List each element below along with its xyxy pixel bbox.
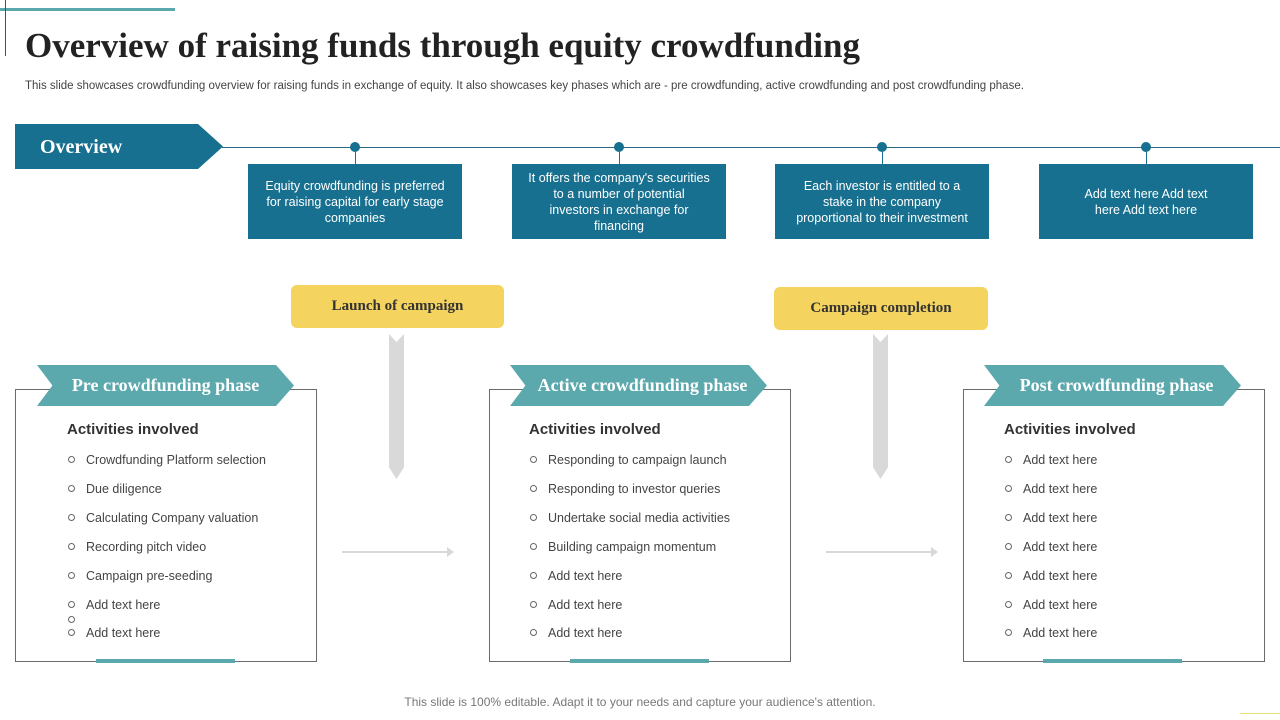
bullet-circle-icon — [530, 456, 537, 463]
bullet-circle-icon — [1005, 456, 1012, 463]
phase-title-post: Post crowdfunding phase — [1019, 375, 1214, 395]
list-item: Add text here — [530, 626, 622, 640]
down-arrow — [873, 334, 888, 479]
milestone-launch-of-campaign: Launch of campaign — [291, 285, 504, 328]
bullet-circle-icon — [68, 629, 75, 636]
phase-banner-active — [510, 365, 767, 406]
overview-box-4: Add text here Add text here Add text her… — [1039, 164, 1253, 239]
overview-banner — [15, 124, 223, 169]
list-item: Add text here — [1005, 511, 1097, 525]
list-item: Add text here — [68, 626, 160, 640]
timeline-dot — [1141, 142, 1151, 152]
timeline-connector — [355, 152, 356, 164]
list-item: Recording pitch video — [68, 540, 206, 554]
list-item: Add text here — [1005, 626, 1097, 640]
card-underline — [570, 659, 709, 663]
timeline-connector — [619, 152, 620, 164]
activities-heading: Activities involved — [1004, 421, 1136, 438]
list-item: Add text here — [1005, 598, 1097, 612]
milestone-campaign-completion: Campaign completion — [774, 287, 988, 330]
list-item: Add text here — [530, 598, 622, 612]
footer-note: This slide is 100% editable. Adapt it to… — [404, 695, 876, 709]
bullet-circle-icon — [530, 601, 537, 608]
list-item: Add text here — [1005, 540, 1097, 554]
bullet-circle-icon — [1005, 572, 1012, 579]
list-item: Responding to campaign launch — [530, 453, 727, 467]
bullet-circle-icon — [530, 629, 537, 636]
phase-title-active: Active crowdfunding phase — [537, 375, 748, 395]
bullet-circle-icon — [530, 485, 537, 492]
overview-label: Overview — [40, 136, 123, 158]
timeline-dot — [614, 142, 624, 152]
bullet-circle-icon — [68, 616, 75, 623]
corner-accent-line — [0, 8, 175, 11]
list-item: Undertake social media activities — [530, 511, 730, 525]
timeline-dot — [350, 142, 360, 152]
bullet-circle-icon — [68, 456, 75, 463]
list-item: Calculating Company valuation — [68, 511, 258, 525]
phase-banner-pre — [37, 365, 294, 406]
list-item: Due diligence — [68, 482, 162, 496]
list-item: Add text here — [1005, 453, 1097, 467]
bullet-circle-icon — [68, 514, 75, 521]
list-item: Add text here — [68, 598, 160, 612]
corner-accent-line-vertical — [5, 0, 6, 56]
page-subtitle: This slide showcases crowdfunding overvi… — [25, 80, 1024, 92]
bullet-circle-icon — [530, 572, 537, 579]
timeline-connector — [882, 152, 883, 164]
activities-heading: Activities involved — [529, 421, 661, 438]
bullet-circle-icon — [1005, 514, 1012, 521]
right-arrow-icon — [826, 547, 938, 557]
card-underline — [1043, 659, 1182, 663]
list-item: Building campaign momentum — [530, 540, 716, 554]
list-item: Responding to investor queries — [530, 482, 720, 496]
list-item: Campaign pre-seeding — [68, 569, 212, 583]
activities-heading: Activities involved — [67, 421, 199, 438]
bullet-circle-icon — [1005, 543, 1012, 550]
footer-accent-line — [1240, 713, 1280, 714]
bullet-circle-icon — [530, 514, 537, 521]
bullet-circle-icon — [68, 572, 75, 579]
timeline-dot — [877, 142, 887, 152]
phase-card-post — [963, 389, 1265, 662]
overview-box-3: Each investor is entitled to a stake in … — [775, 164, 989, 239]
bullet-circle-icon — [1005, 629, 1012, 636]
timeline-line — [222, 147, 1280, 148]
phase-banner-post — [984, 365, 1241, 406]
bullet-circle-icon — [1005, 601, 1012, 608]
bullet-circle-icon — [530, 543, 537, 550]
overview-box-2: It offers the company's securities to a … — [512, 164, 726, 239]
bullet-circle-icon — [68, 543, 75, 550]
list-item: Crowdfunding Platform selection — [68, 453, 266, 467]
timeline-connector — [1146, 152, 1147, 164]
phase-card-pre — [15, 389, 317, 662]
list-item: Add text here — [1005, 482, 1097, 496]
bullet-circle-icon — [68, 601, 75, 608]
down-arrow — [389, 334, 404, 479]
right-arrow-icon — [342, 547, 454, 557]
bullet-circle-icon — [1005, 485, 1012, 492]
bullet-circle-icon — [68, 485, 75, 492]
page-title: Overview of raising funds through equity… — [25, 26, 860, 65]
card-underline — [96, 659, 235, 663]
overview-box-1: Equity crowdfunding is preferred for rai… — [248, 164, 462, 239]
list-item: Add text here — [530, 569, 622, 583]
phase-title-pre: Pre crowdfunding phase — [71, 375, 260, 395]
list-item: Add text here — [1005, 569, 1097, 583]
